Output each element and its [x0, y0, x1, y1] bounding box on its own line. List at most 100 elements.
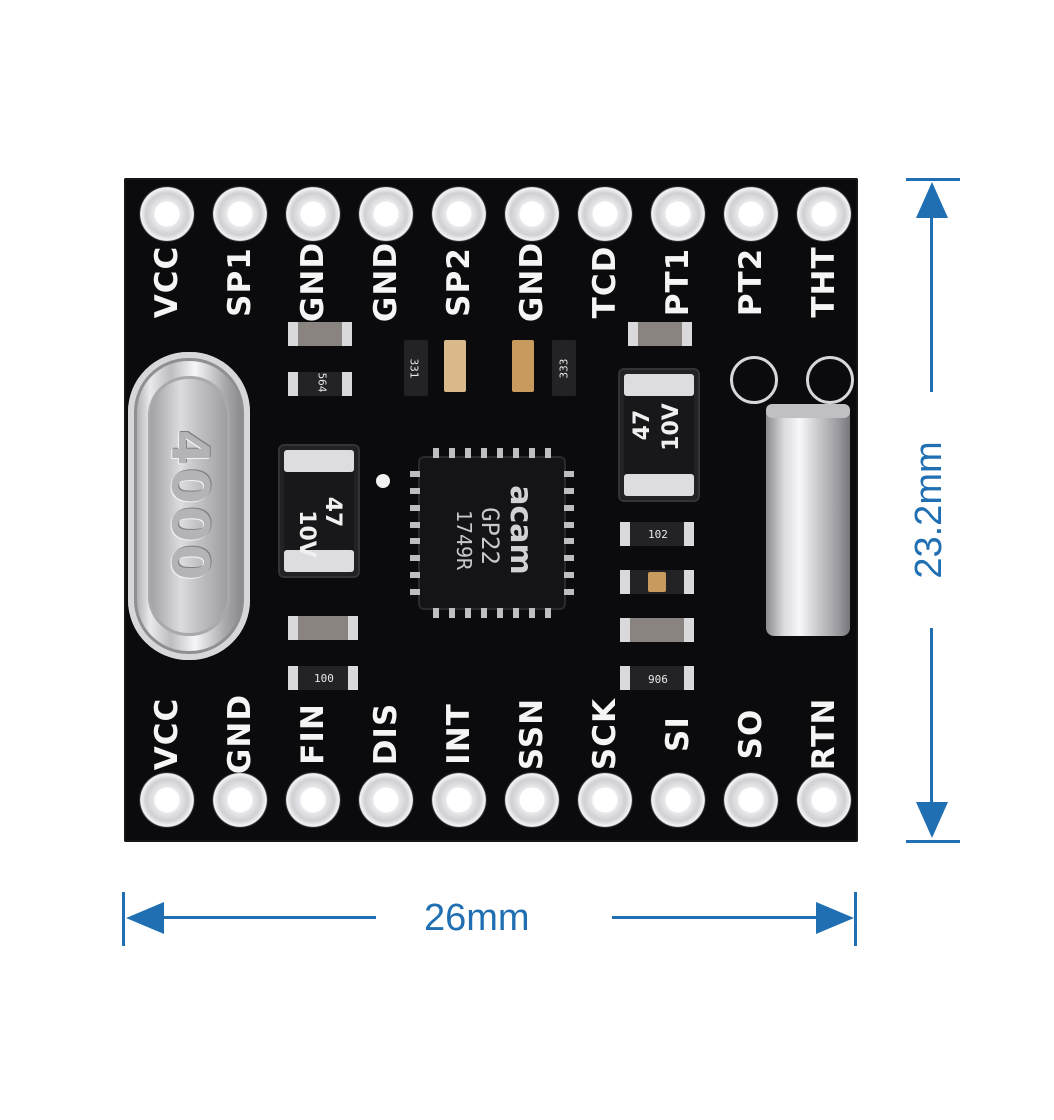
smd-resistor-5 [620, 666, 694, 690]
smd-resistor-1 [288, 372, 352, 396]
height-dimension-label: 23.2mm [908, 441, 950, 579]
bottom-pin-label: GND [222, 693, 258, 775]
bottom-pin-label: SI [660, 716, 696, 752]
top-pin-pad [359, 187, 413, 241]
chip-pin [410, 487, 420, 494]
bottom-pin-pad [651, 773, 705, 827]
capacitor-right [620, 370, 698, 500]
smd-code-333: 333 [557, 358, 571, 379]
height-arrow-up-icon [916, 182, 948, 218]
smd-code-564: 564 [315, 372, 329, 393]
bottom-pin-pad [724, 773, 778, 827]
top-pin-label: TCD [587, 245, 623, 319]
bottom-pin-pad [432, 773, 486, 827]
tilt-switch [766, 404, 850, 636]
chip-pin [564, 538, 574, 545]
smd-capacitor-4 [628, 322, 692, 346]
top-pin-pad [140, 187, 194, 241]
smd-capacitor-1 [288, 322, 352, 346]
chip-pin [545, 608, 551, 618]
width-arrow-left-icon [126, 902, 164, 934]
chip-pin [564, 572, 574, 579]
height-dim-bottom-tick [906, 840, 960, 843]
width-dim-line-right [612, 916, 838, 919]
height-dim-line-upper [930, 196, 933, 392]
bottom-pin-label: SCK [587, 697, 623, 771]
bottom-pin-label: INT [441, 703, 477, 765]
width-dim-left-tick [122, 892, 125, 946]
smd-code-100: 100 [314, 672, 334, 685]
chip-pin [465, 448, 471, 458]
chip-pin [433, 608, 439, 618]
capacitor-left [280, 446, 358, 576]
bottom-pin-label: VCC [149, 697, 185, 771]
chip-pin [410, 504, 420, 511]
chip-pin [410, 572, 420, 579]
height-arrow-down-icon [916, 802, 948, 838]
top-pin-pad [432, 187, 486, 241]
top-pin-pad [651, 187, 705, 241]
top-pin-pad [286, 187, 340, 241]
top-pin-label: GND [295, 241, 331, 323]
capacitor-right-voltage: 10V [659, 403, 684, 451]
chip-pin [564, 487, 574, 494]
smd-code-102: 102 [648, 528, 668, 541]
height-dim-top-tick [906, 178, 960, 181]
smd-capacitor-2 [444, 340, 466, 392]
bottom-pin-pad [286, 773, 340, 827]
chip-pin [513, 448, 519, 458]
top-pin-pad [724, 187, 778, 241]
chip-pin [410, 589, 420, 595]
top-pin-pad [213, 187, 267, 241]
tilt-switch-cap [766, 404, 850, 418]
smd-code-331: 331 [407, 358, 421, 379]
smd-capacitor-6 [620, 618, 694, 642]
capacitor-left-voltage: 10V [294, 510, 319, 558]
capacitor-left-value: 47 [320, 496, 345, 528]
bottom-pin-pad [578, 773, 632, 827]
chip-pin [564, 555, 574, 562]
chip-pin [410, 555, 420, 562]
smd-resistor-4 [620, 522, 694, 546]
top-pin-label: GND [514, 241, 550, 323]
bottom-pin-label: SO [733, 708, 769, 760]
width-dim-right-tick [854, 892, 857, 946]
top-pin-pad [797, 187, 851, 241]
top-pin-label: PT1 [660, 247, 696, 317]
width-dim-line-left [140, 916, 376, 919]
bottom-pin-label: RTN [806, 697, 842, 771]
chip-part-number: GP22 [476, 507, 504, 565]
top-pin-pad [505, 187, 559, 241]
chip-pin [410, 521, 420, 528]
bottom-pin-label: SSN [514, 697, 550, 771]
crystal-top-plate [148, 376, 230, 636]
smd-resistor-2 [404, 340, 428, 396]
bottom-pin-pad [359, 773, 413, 827]
tilt-switch-lead-left [730, 356, 778, 404]
chip-pin [410, 538, 420, 545]
chip-pin [481, 608, 487, 618]
chip-pin [513, 608, 519, 618]
top-pin-pad [578, 187, 632, 241]
chip-pin [564, 589, 574, 595]
chip-pin [465, 608, 471, 618]
smd-resistor-3 [552, 340, 576, 396]
top-pin-label: SP2 [441, 247, 477, 317]
top-pin-label: VCC [149, 245, 185, 319]
tilt-switch-lead-right [806, 356, 854, 404]
smd-capacitor-7 [288, 616, 358, 640]
smd-capacitor-3 [512, 340, 534, 392]
top-pin-label: GND [368, 241, 404, 323]
height-dim-line-lower [930, 628, 933, 824]
bottom-pin-label: DIS [368, 702, 404, 766]
chip-pin [449, 608, 455, 618]
chip-pin [529, 448, 535, 458]
tdc-chip [420, 458, 564, 608]
chip-pin [410, 471, 420, 477]
chip-pin [497, 608, 503, 618]
bottom-pin-pad [213, 773, 267, 827]
smd-capacitor-5-body [648, 572, 666, 592]
chip-pin [564, 521, 574, 528]
bottom-pin-label: FIN [295, 703, 331, 765]
